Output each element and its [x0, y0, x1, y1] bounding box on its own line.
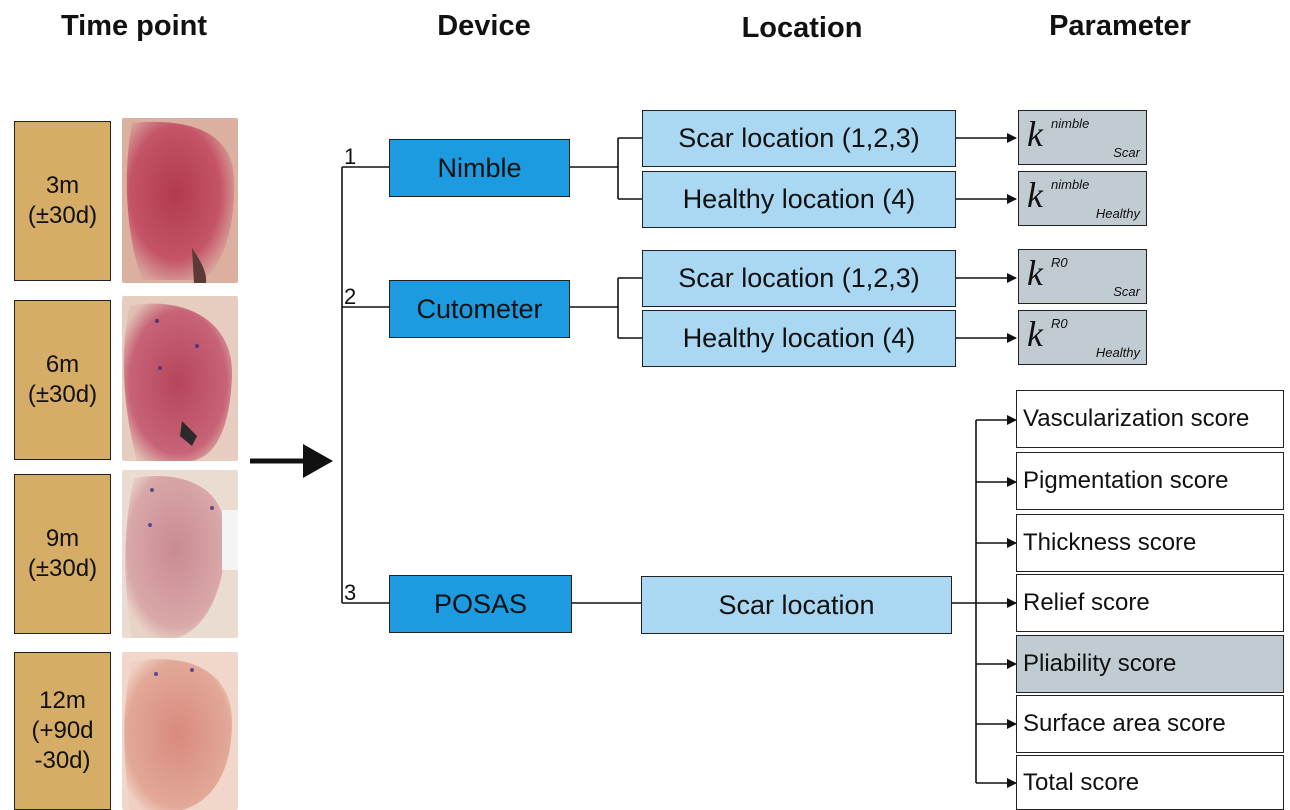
header-time-point: Time point [60, 10, 208, 42]
scar-photo-12m [122, 652, 238, 810]
time-point-6m: 6m (±30d) [14, 300, 111, 460]
k-symbol: k [1027, 175, 1043, 215]
score-surface-area: Surface area score [1016, 695, 1284, 753]
scar-photo-9m [122, 470, 238, 638]
k-symbol: k [1027, 114, 1043, 154]
k-superscript: nimble [1051, 177, 1090, 192]
time-point-9m: 9m (±30d) [14, 474, 111, 634]
header-location: Location [741, 12, 863, 44]
device-posas: POSAS [389, 575, 572, 633]
score-pigmentation: Pigmentation score [1016, 452, 1284, 510]
score-relief: Relief score [1016, 574, 1284, 632]
k-subscript: Scar [1113, 284, 1140, 299]
k-subscript: Healthy [1095, 345, 1140, 360]
time-point-3m: 3m (±30d) [14, 121, 111, 281]
location-nimble-scar: Scar location (1,2,3) [642, 110, 956, 167]
k-superscript: R0 [1051, 316, 1068, 331]
location-nimble-healthy: Healthy location (4) [642, 171, 956, 228]
branch-number-3: 3 [344, 580, 357, 605]
main-arrow-head [303, 444, 333, 478]
k-subscript: Healthy [1095, 206, 1140, 221]
k-superscript: R0 [1051, 255, 1068, 270]
parameter-k-r0-healthy: k R0 Healthy [1018, 310, 1147, 365]
score-total: Total score [1016, 755, 1284, 810]
branch-number-2: 2 [344, 284, 357, 309]
k-superscript: nimble [1051, 116, 1090, 131]
device-nimble: Nimble [389, 139, 570, 197]
parameter-k-nimble-scar: k nimble Scar [1018, 110, 1147, 165]
header-parameter: Parameter [1049, 10, 1191, 42]
parameter-k-r0-scar: k R0 Scar [1018, 249, 1147, 304]
k-subscript: Scar [1113, 145, 1140, 160]
header-device: Device [437, 10, 531, 42]
location-posas-scar: Scar location [641, 576, 952, 634]
k-symbol: k [1027, 253, 1043, 293]
score-vascularization: Vascularization score [1016, 390, 1284, 448]
score-pliability: Pliability score [1016, 635, 1284, 693]
branch-number-1: 1 [344, 144, 357, 169]
device-cutometer: Cutometer [389, 280, 570, 338]
k-symbol: k [1027, 314, 1043, 354]
score-thickness: Thickness score [1016, 514, 1284, 572]
location-cutometer-healthy: Healthy location (4) [642, 310, 956, 367]
parameter-k-nimble-healthy: k nimble Healthy [1018, 171, 1147, 226]
scar-photo-3m [122, 118, 238, 283]
location-cutometer-scar: Scar location (1,2,3) [642, 250, 956, 307]
scar-photo-6m [122, 296, 238, 461]
